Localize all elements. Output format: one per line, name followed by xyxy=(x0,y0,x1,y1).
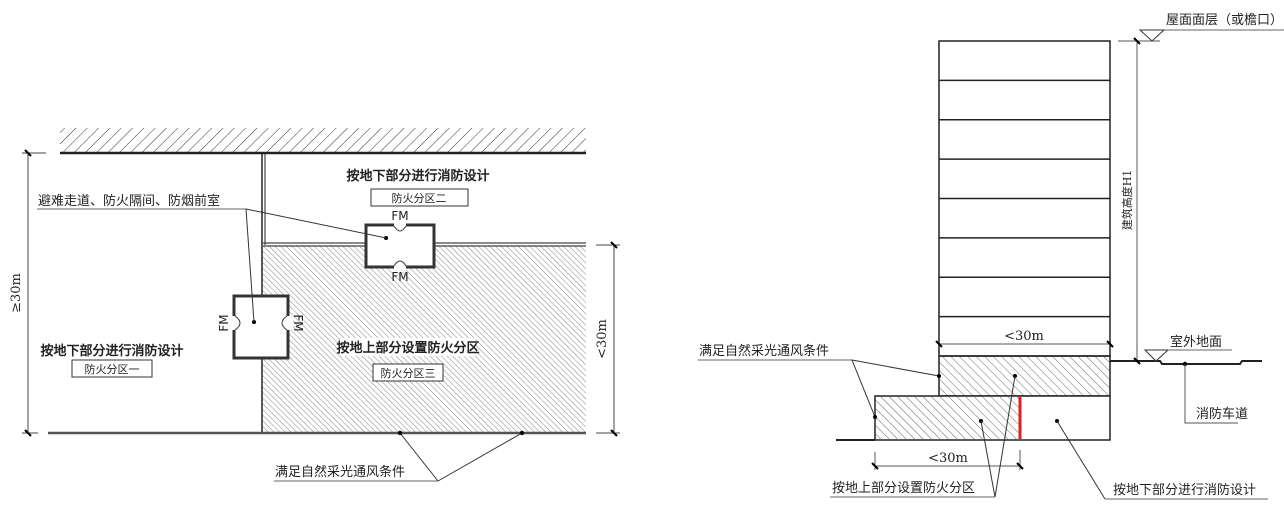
light-vent-label-right: 满足自然采光通风条件 xyxy=(699,343,829,359)
door-label-fm-right: FM xyxy=(291,314,305,331)
door-label-fm-left: FM xyxy=(217,314,231,331)
zone-three-title: 按地上部分设置防火分区 xyxy=(336,340,479,356)
vestibule-top xyxy=(364,220,436,272)
lower-width-dim: <30m xyxy=(928,451,968,466)
ground-right xyxy=(1110,360,1262,365)
earth-hatch xyxy=(60,128,586,153)
roof-label: 屋面面层（或檐口） xyxy=(1166,13,1283,28)
roof-elevation-marker xyxy=(1138,29,1166,42)
outdoor-ground-label: 室外地面 xyxy=(1170,334,1222,350)
upper-width-dim: <30m xyxy=(1004,329,1044,344)
upper-basement-zone xyxy=(938,355,1111,397)
fire-lane-label: 消防车道 xyxy=(1196,406,1248,422)
left-plan-diagram: FM FM FM FM 避难走道、防火隔间、防烟前室 按地下部分进行消防设计 防… xyxy=(9,128,620,482)
door-label-fm-top: FM xyxy=(391,209,408,223)
above-ground-zone-label: 按地上部分设置防火分区 xyxy=(832,480,975,496)
right-dim-label: <30m xyxy=(595,319,610,359)
ground-elevation-marker xyxy=(1143,349,1170,362)
light-vent-label-left: 满足自然采光通风条件 xyxy=(275,464,405,480)
zone-three-box xyxy=(372,363,444,382)
zone-two-title: 按地下部分进行消防设计 xyxy=(346,168,489,184)
corridor-label: 避难走道、防火隔间、防烟前室 xyxy=(38,193,220,209)
building-height-label: 建筑高度H1 xyxy=(1120,170,1134,231)
left-dimension xyxy=(22,149,46,437)
vestibule-left xyxy=(229,294,293,360)
floor-lines xyxy=(939,79,1110,318)
right-dimension xyxy=(596,241,620,437)
zone-one-label: 防火分区一 xyxy=(85,362,140,376)
zone-one-box xyxy=(71,359,153,378)
door-label-fm-bottom: FM xyxy=(391,270,408,284)
lower-basement-hatched-zone xyxy=(876,397,1020,439)
zone-two-box xyxy=(370,188,469,207)
underground-design-label: 按地下部分进行消防设计 xyxy=(1113,482,1256,498)
zone-two-label: 防火分区二 xyxy=(392,191,447,205)
zone-one-title: 按地下部分进行消防设计 xyxy=(40,343,183,359)
zone-three-label: 防火分区三 xyxy=(381,366,436,380)
left-dim-label: ≥30m xyxy=(9,273,24,313)
right-section-diagram: 建筑高度H1 屋面面层（或檐口） 室外地面 消防车道 <30m <30m 满足自… xyxy=(698,13,1284,500)
